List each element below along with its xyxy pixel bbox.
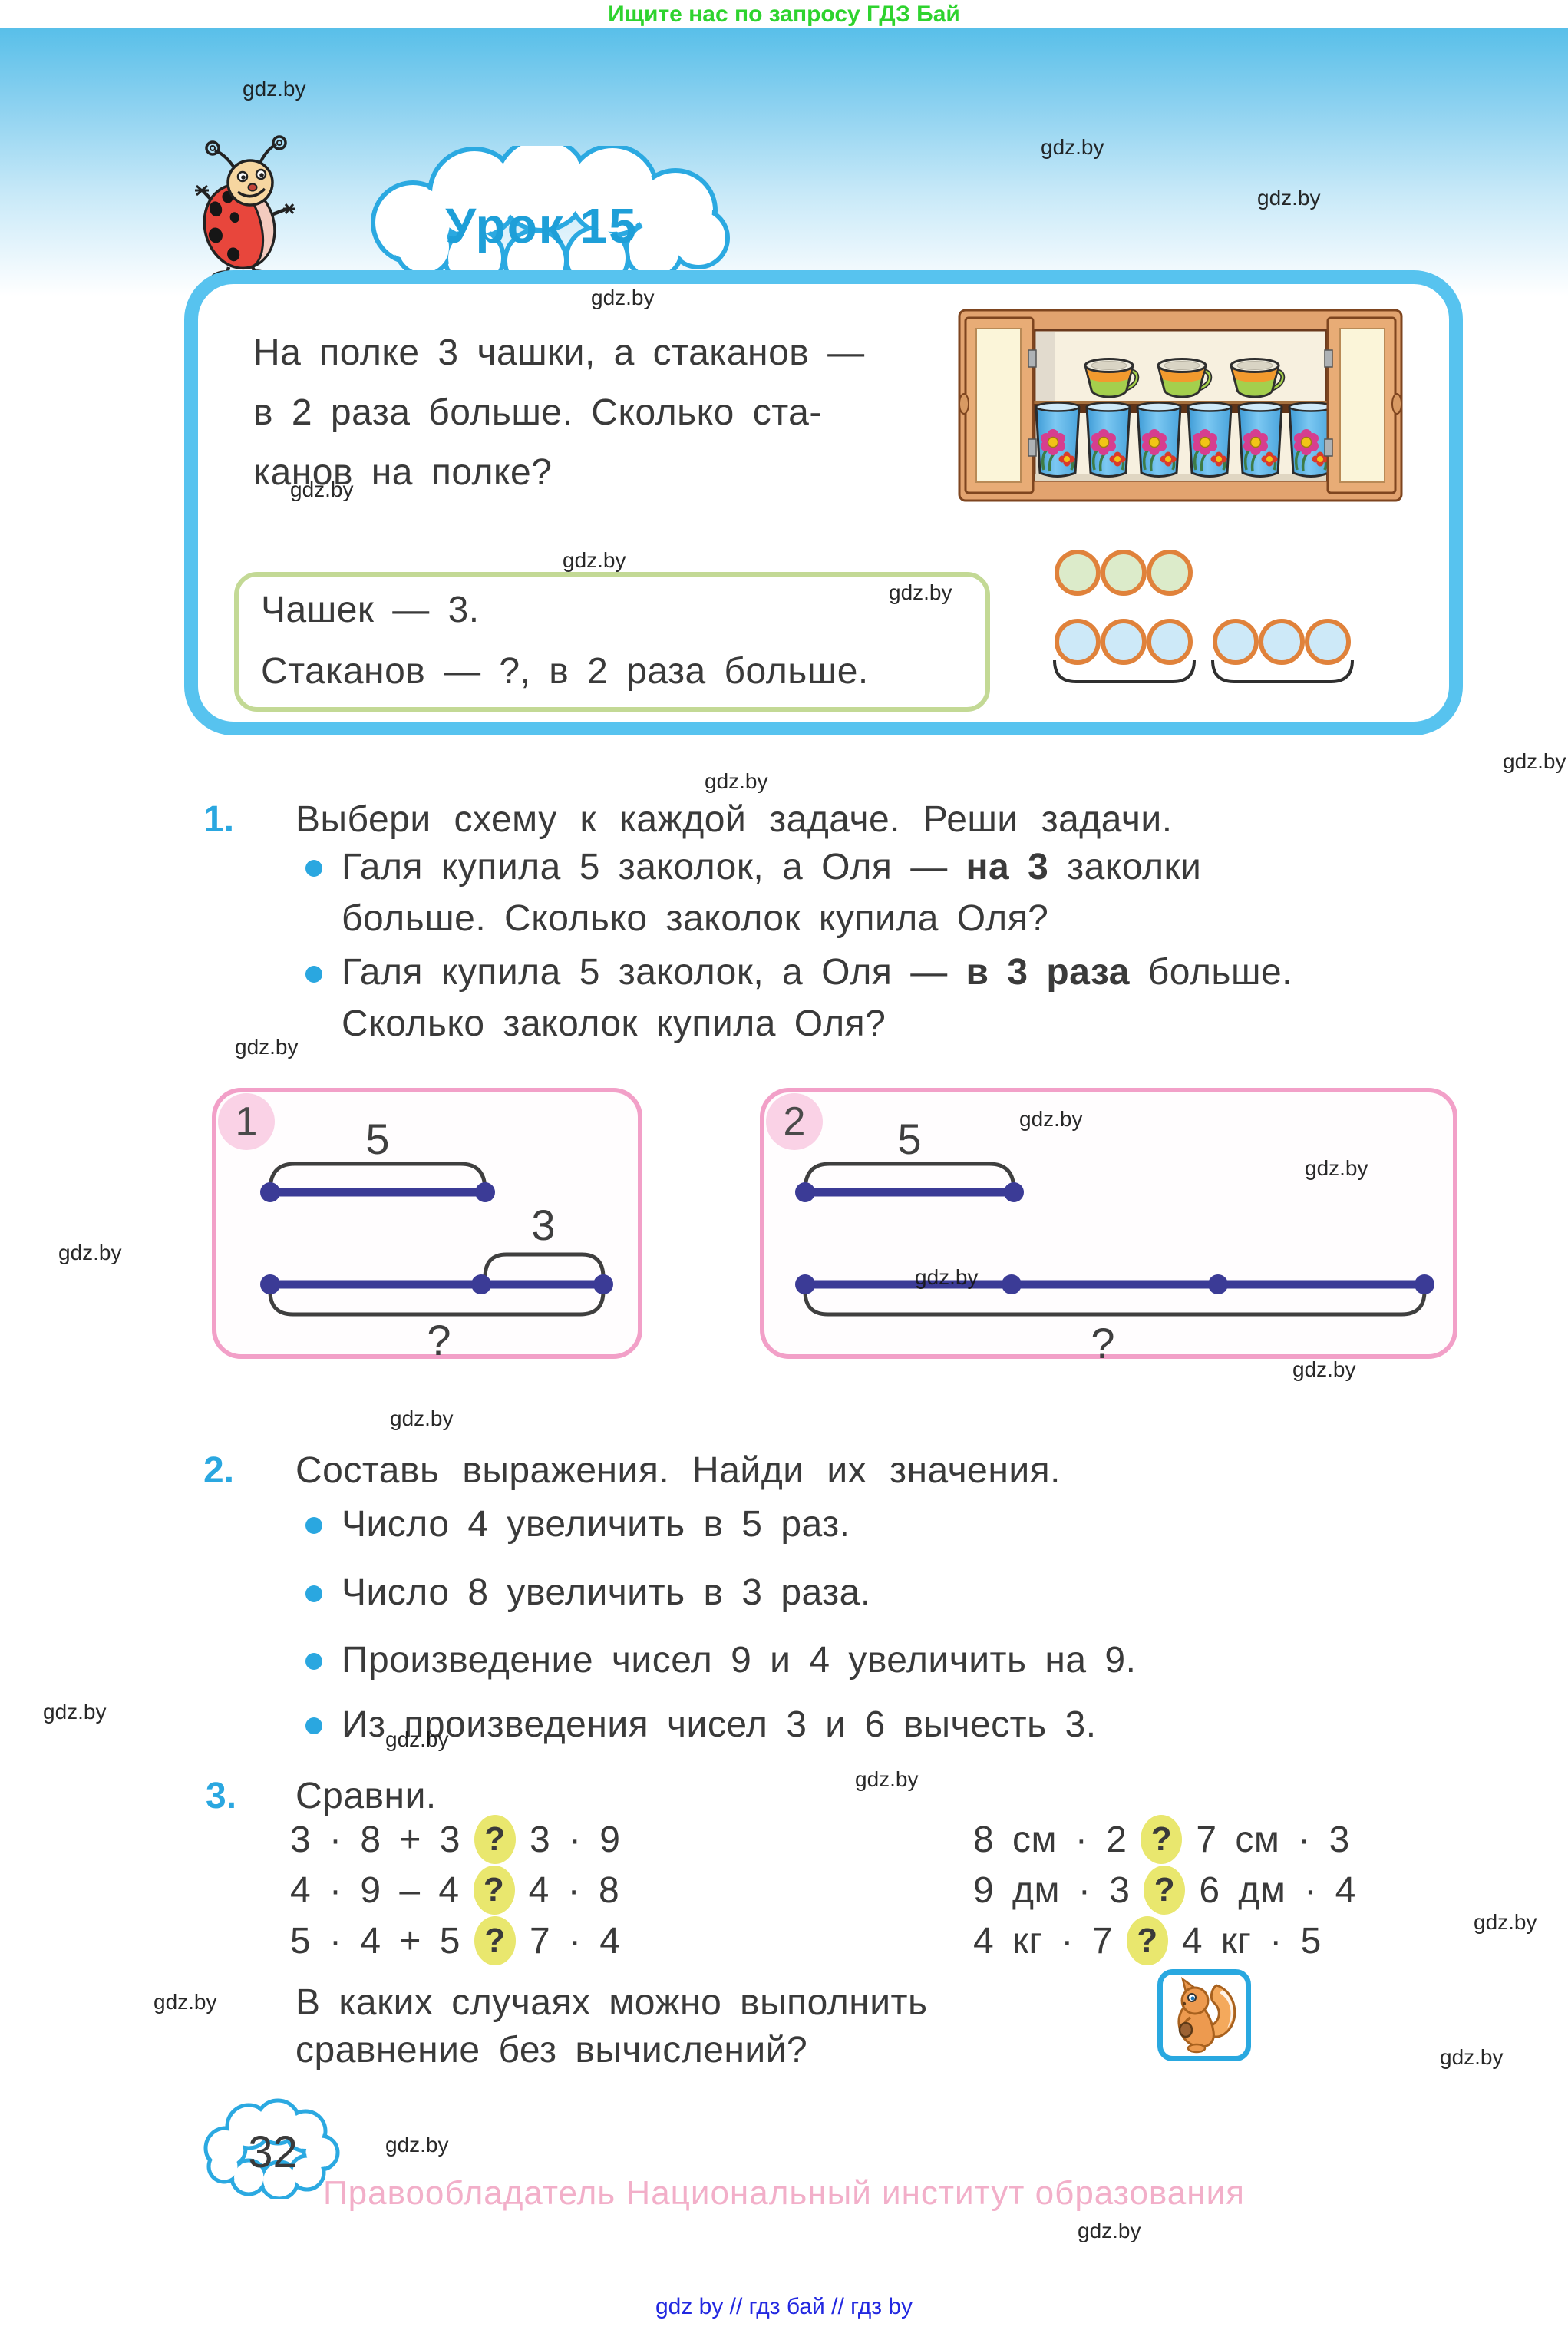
gdz-watermark: gdz.by — [1257, 186, 1321, 210]
bullet-icon — [305, 860, 322, 877]
comparison-question-icon: ? — [1126, 1916, 1168, 1965]
counters-diagram — [1053, 550, 1354, 683]
ladybug-icon — [195, 135, 295, 284]
squirrel-icon — [1177, 1977, 1236, 2054]
glass — [1237, 401, 1283, 478]
gdz-watermark: gdz.by — [43, 1700, 107, 1724]
problem2-title: Составь выражения. Найди их значения. — [295, 1450, 1061, 1491]
comparison-row: 4 · 9 – 4?4 · 8 — [290, 1865, 619, 1915]
summary-board — [234, 572, 990, 712]
page-number: 32 — [248, 2127, 298, 2177]
ladybug-body — [203, 183, 276, 270]
comparison-question-icon: ? — [473, 1866, 515, 1915]
scheme2-badge: 2 — [766, 1093, 823, 1150]
page-number-cloud — [203, 2098, 340, 2199]
gdz-watermark: gdz.by — [153, 1990, 217, 2014]
bullet-icon — [305, 1585, 322, 1602]
lesson-cloud-shape — [371, 146, 730, 276]
ladybug-head — [226, 159, 274, 207]
bullet-icon — [305, 1517, 322, 1534]
gdz-watermark: gdz.by — [1292, 1357, 1356, 1381]
scheme1-part-label: 3 — [531, 1200, 556, 1249]
gdz-watermark: gdz.by — [385, 1727, 449, 1751]
gdz-watermark: gdz.by — [1078, 2219, 1141, 2242]
problem2-number: 2. — [203, 1450, 235, 1491]
gdz-watermark: gdz.by — [1440, 2045, 1504, 2069]
bullet-icon — [305, 966, 322, 983]
gdz-watermark: gdz.by — [1019, 1107, 1083, 1131]
bullet-icon — [305, 1717, 322, 1734]
glass — [1187, 401, 1233, 478]
gdz-watermark: gdz.by — [1305, 1156, 1368, 1180]
gdz-watermark: gdz.by — [385, 2133, 449, 2157]
top-banner: Ищите нас по запросу ГДЗ Бай — [608, 2, 960, 27]
comparison-row: 4 кг · 7?4 кг · 5 — [973, 1915, 1322, 1966]
problem1-bullet1-line1: Галя купила 5 заколок, а Оля — на 3 зако… — [342, 847, 1202, 887]
gdz-watermark: gdz.by — [1503, 749, 1566, 773]
cupboard-door-right — [1324, 316, 1402, 494]
gdz-watermark: gdz.by — [591, 286, 655, 309]
gdz-watermark: gdz.by — [58, 1241, 122, 1264]
problem1-title: Выбери схему к каждой задаче. Реши задач… — [295, 799, 1173, 840]
gdz-watermark: gdz.by — [855, 1767, 919, 1791]
cupboard-door-left — [959, 316, 1037, 494]
problem2-item: Из произведения чисел 3 и 6 вычесть 3. — [342, 1704, 1097, 1745]
scheme2-unit-label: 5 — [897, 1114, 922, 1163]
gdz-watermark: gdz.by — [243, 77, 306, 101]
problem3-title: Сравни. — [295, 1776, 437, 1816]
bullet-icon — [305, 1653, 322, 1670]
cupboard-illustration — [958, 309, 1403, 502]
comparison-row: 3 · 8 + 3?3 · 9 — [290, 1814, 621, 1865]
ladybug-smile — [236, 187, 266, 198]
gdz-watermark: gdz.by — [705, 769, 768, 793]
lesson-title: Урок 15 — [445, 198, 638, 253]
problem2-item: Число 8 увеличить в 3 раза. — [342, 1572, 871, 1613]
gdz-watermark: gdz.by — [1041, 135, 1104, 159]
gdz-watermark: gdz.by — [290, 478, 354, 501]
copyright-line: Правообладатель Национальный институт об… — [323, 2174, 1245, 2212]
gdz-watermark: gdz.by — [915, 1265, 979, 1289]
hint-character-box — [1157, 1969, 1251, 2061]
problem3-number: 3. — [206, 1776, 237, 1816]
problem2-item: Произведение чисел 9 и 4 увеличить на 9. — [342, 1640, 1137, 1681]
comparison-question-icon: ? — [474, 1916, 516, 1965]
comparison-question-icon: ? — [1144, 1866, 1186, 1915]
gdz-watermark: gdz.by — [1474, 1910, 1537, 1934]
group-bracket — [1211, 659, 1354, 683]
scheme1-question-label: ? — [427, 1315, 451, 1364]
footer-links: gdz by // гдз бай // гдз by — [655, 2294, 913, 2319]
scheme2-question-label: ? — [1091, 1318, 1115, 1367]
problem1-bullet2-line2: Сколько заколок купила Оля? — [342, 1003, 886, 1044]
problem2-item: Число 4 увеличить в 5 раз. — [342, 1504, 850, 1545]
problem1-bullet1-line2: больше. Сколько заколок купила Оля? — [342, 898, 1049, 939]
comparison-question-icon: ? — [1141, 1815, 1183, 1864]
problem3-question-line2: сравнение без вычислений? — [295, 2030, 808, 2071]
comparison-question-icon: ? — [474, 1815, 516, 1864]
glass — [1085, 401, 1131, 478]
gdz-watermark: gdz.by — [889, 580, 952, 604]
comparison-row: 5 · 4 + 5?7 · 4 — [290, 1915, 621, 1966]
intro-task-text: На полке 3 чашки, а стаканов — в 2 раза … — [253, 332, 865, 493]
gdz-watermark: gdz.by — [235, 1035, 299, 1059]
scheme1-whole-label: 5 — [365, 1114, 390, 1163]
glass — [1035, 401, 1081, 478]
glass-counters — [1055, 619, 1351, 665]
group-bracket — [1053, 659, 1196, 683]
gdz-watermark: gdz.by — [390, 1406, 454, 1430]
comparison-row: 9 дм · 3?6 дм · 4 — [973, 1865, 1356, 1915]
scheme1-badge: 1 — [218, 1093, 275, 1150]
problem3-question-line1: В каких случаях можно выполнить — [295, 1982, 928, 2023]
summary-line-2: Стаканов — ?, в 2 раза больше. — [261, 651, 869, 692]
summary-line-1: Чашек — 3. — [261, 590, 480, 630]
gdz-watermark: gdz.by — [563, 548, 626, 572]
cup-counters — [1055, 550, 1193, 596]
problem1-bullet2-line1: Галя купила 5 заколок, а Оля — в 3 раза … — [342, 952, 1292, 993]
comparison-row: 8 см · 2?7 см · 3 — [973, 1814, 1350, 1865]
problem1-number: 1. — [203, 799, 235, 840]
glass — [1136, 401, 1182, 478]
